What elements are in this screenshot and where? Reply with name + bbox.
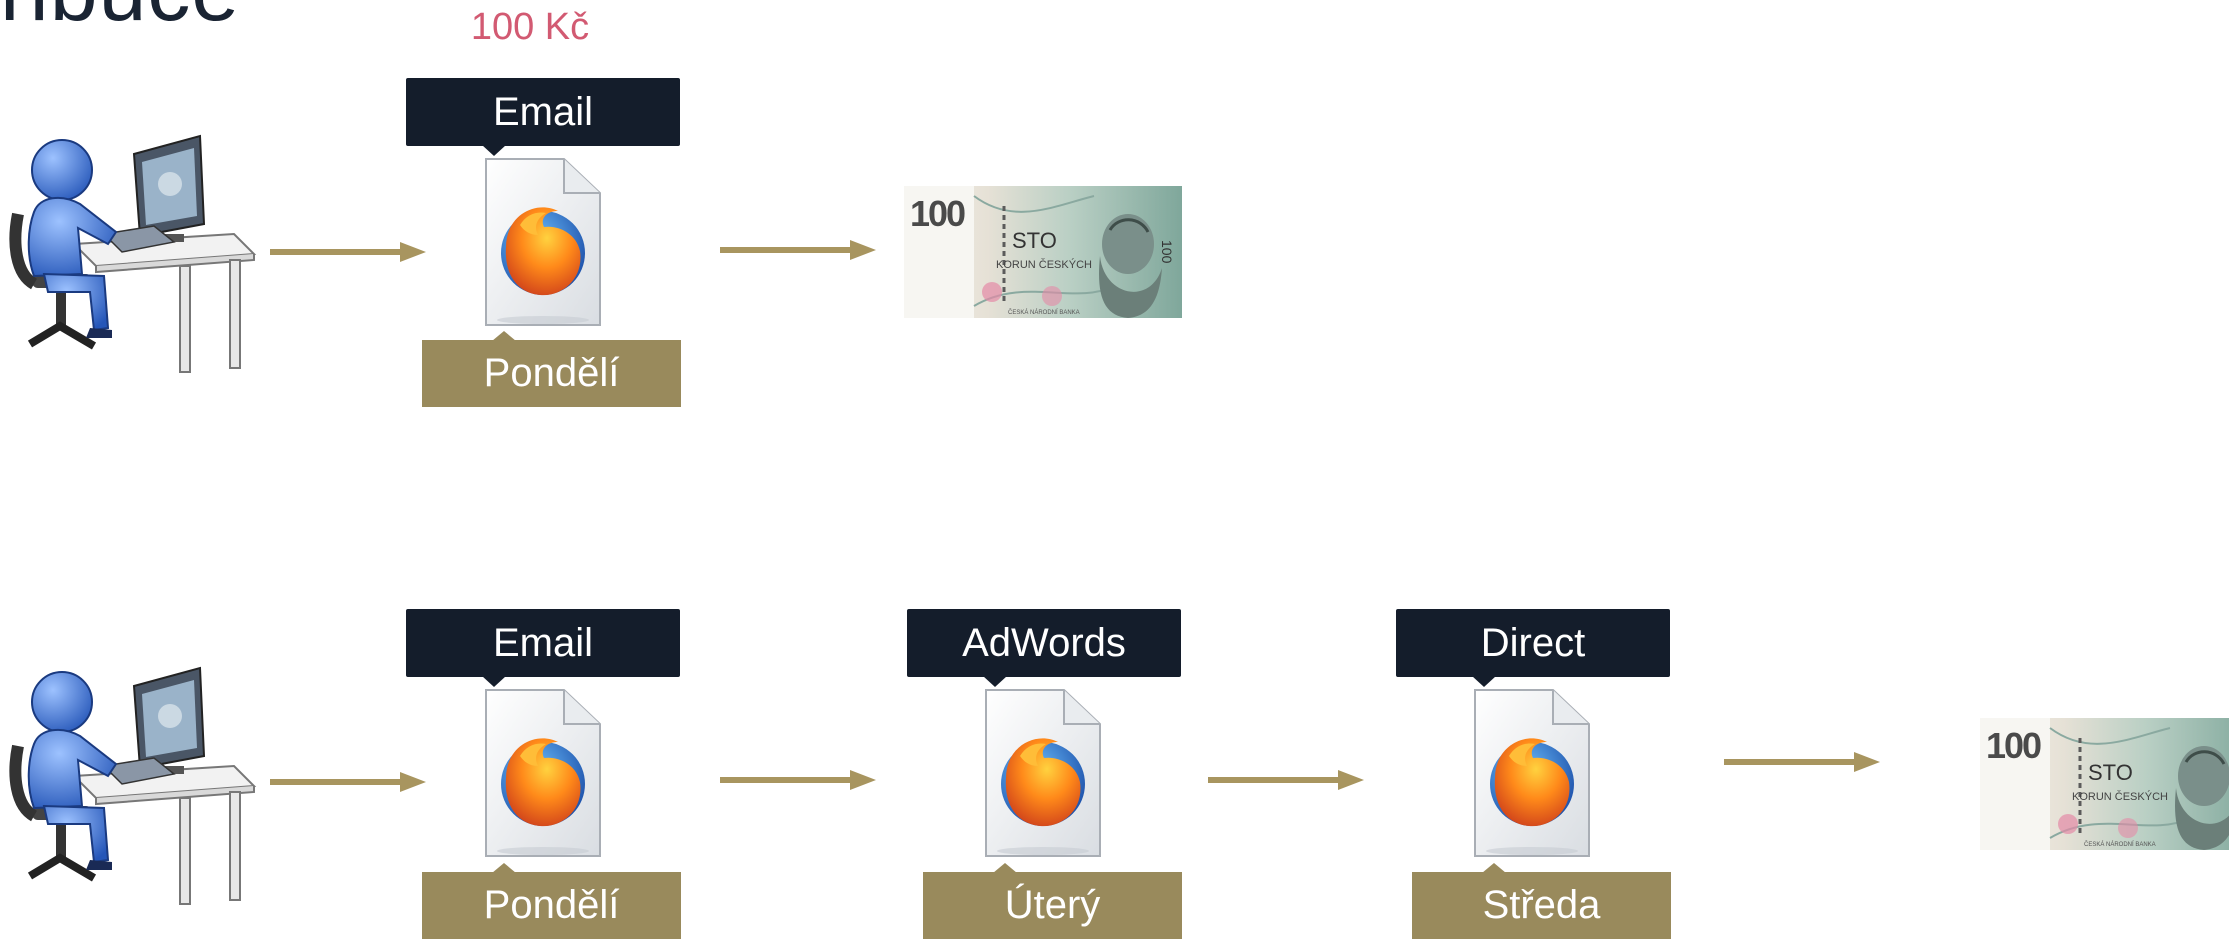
channel-label-adwords: AdWords: [907, 609, 1181, 687]
arrow-right-icon: [1208, 770, 1364, 790]
price-label: 100 Kč: [470, 6, 590, 48]
channel-label-email: Email: [406, 609, 680, 687]
arrow-right-icon: [1724, 752, 1880, 772]
firefox-document-icon: [985, 689, 1101, 857]
day-label-monday: Pondělí: [422, 863, 681, 939]
user-at-computer-icon: [4, 656, 264, 906]
day-label-monday: Pondělí: [422, 331, 681, 407]
firefox-document-icon: [485, 689, 601, 857]
channel-label-email: Email: [406, 78, 680, 156]
channel-label-direct: Direct: [1396, 609, 1670, 687]
arrow-right-icon: [270, 772, 426, 792]
arrow-right-icon: [270, 242, 426, 262]
page-title: ribuce: [0, 0, 240, 41]
banknote-icon: [1980, 718, 2229, 850]
firefox-document-icon: [1474, 689, 1590, 857]
day-label-wednesday: Středa: [1412, 863, 1671, 939]
arrow-right-icon: [720, 240, 876, 260]
arrow-right-icon: [720, 770, 876, 790]
firefox-document-icon: [485, 158, 601, 326]
user-at-computer-icon: [4, 124, 264, 374]
banknote-icon: [904, 186, 1182, 318]
day-label-tuesday: Úterý: [923, 863, 1182, 939]
